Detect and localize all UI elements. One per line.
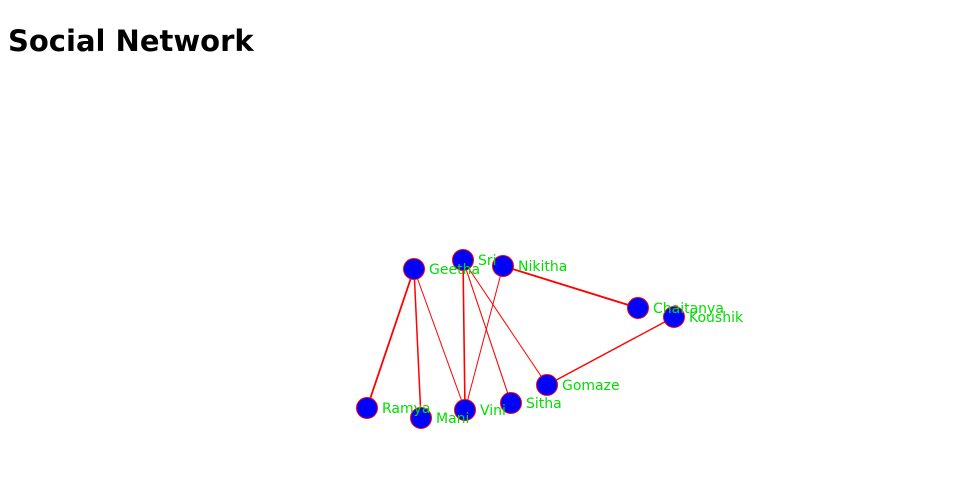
node-mani[interactable] <box>410 407 432 429</box>
node-geetha[interactable] <box>403 258 425 280</box>
page-title: Social Network <box>8 24 254 58</box>
edge-sri-gomaze <box>462 259 548 386</box>
edge-sri-vini <box>462 259 466 411</box>
edge-koushik-gomaze <box>546 316 675 386</box>
node-nikitha[interactable] <box>492 255 514 277</box>
node-label: Sitha <box>526 396 562 412</box>
edges-layer <box>366 259 675 419</box>
node-label: Gomaze <box>562 378 620 394</box>
node-sitha[interactable] <box>500 392 522 414</box>
edge-nikitha-vini <box>464 265 504 411</box>
node-vini[interactable] <box>454 399 476 421</box>
node-label: Sri <box>478 253 497 269</box>
node-label: Koushik <box>689 310 744 326</box>
node-label: Ramya <box>382 401 431 417</box>
node-label: Geetha <box>429 262 480 278</box>
edge-nikitha-chaitanya <box>502 265 639 309</box>
node-sri[interactable] <box>452 249 474 271</box>
node-label: Mani <box>436 411 469 427</box>
edge-sri-sitha <box>462 259 512 404</box>
node-label: Vini <box>480 403 506 419</box>
edge-geetha-vini <box>413 268 466 411</box>
nodes-layer <box>356 249 685 429</box>
node-ramya[interactable] <box>356 397 378 419</box>
edge-geetha-mani <box>413 268 422 419</box>
node-label: Chaitanya <box>653 301 724 317</box>
node-gomaze[interactable] <box>536 374 558 396</box>
node-koushik[interactable] <box>663 306 685 328</box>
node-label: Nikitha <box>518 259 567 275</box>
node-chaitanya[interactable] <box>627 297 649 319</box>
edge-geetha-ramya <box>366 268 415 409</box>
